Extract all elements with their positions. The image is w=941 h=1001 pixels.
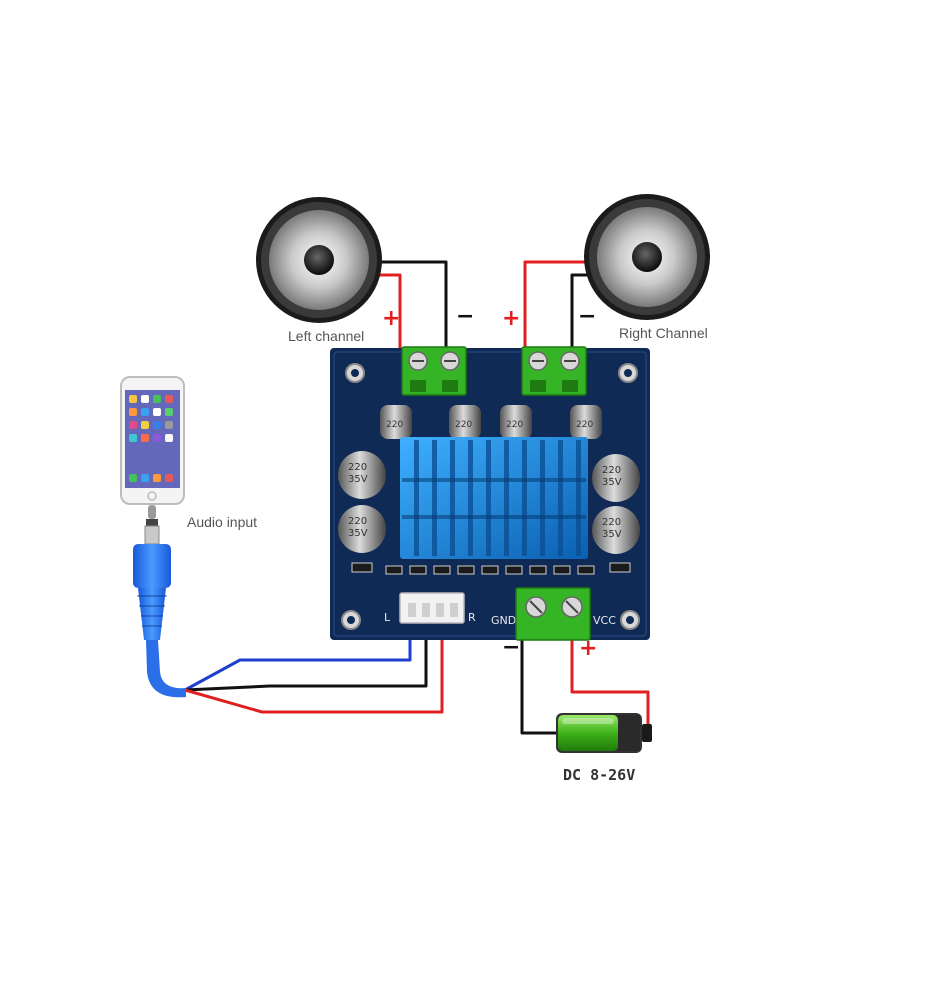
left-speaker-plus-sign: +: [382, 306, 401, 331]
wires: [184, 260, 650, 735]
input-connector: [399, 592, 465, 624]
audio-red-wire: [184, 640, 444, 714]
board-label-l: L: [384, 611, 391, 624]
power-plus-sign: +: [579, 636, 598, 661]
right-output-terminal: [521, 346, 587, 396]
svg-text:220: 220: [455, 420, 472, 430]
svg-text:35V: 35V: [602, 477, 622, 488]
power-minus-wire: [520, 640, 556, 735]
left-channel-label: Left channel: [288, 328, 365, 344]
audio-blue-wire: [184, 640, 412, 692]
heatsink: [400, 437, 588, 559]
right-speaker-plus-wire: [523, 260, 585, 355]
battery: [556, 713, 652, 753]
svg-text:35V: 35V: [348, 528, 368, 539]
board-label-r: R: [468, 611, 476, 624]
right-speaker: [584, 194, 710, 320]
svg-text:35V: 35V: [348, 474, 368, 485]
left-speaker-minus-sign: −: [456, 304, 475, 329]
svg-text:220: 220: [386, 420, 403, 430]
amplifier-board: 220 220 220 220 220 35V 220 35V 220 35V …: [330, 348, 650, 640]
svg-text:35V: 35V: [602, 529, 622, 540]
audio-black-wire: [184, 640, 428, 692]
large-capacitors-left: 220 35V 220 35V: [338, 451, 386, 553]
power-label: DC 8-26V: [563, 766, 636, 784]
svg-text:220: 220: [602, 465, 621, 476]
small-capacitors: 220 220 220 220: [380, 405, 602, 439]
audio-jack: [133, 505, 186, 698]
power-minus-sign: −: [502, 635, 521, 660]
smd-components: [351, 562, 631, 575]
svg-text:220: 220: [348, 462, 367, 473]
power-plus-wire: [570, 640, 650, 730]
svg-text:220: 220: [576, 420, 593, 430]
right-speaker-plus-sign: +: [502, 306, 521, 331]
power-terminal: [515, 587, 591, 641]
app-icons: [129, 395, 173, 482]
left-speaker: [256, 197, 382, 323]
right-channel-label: Right Channel: [619, 325, 708, 341]
board-label-vcc: VCC: [593, 614, 616, 627]
right-speaker-minus-sign: −: [578, 304, 597, 329]
svg-text:220: 220: [506, 420, 523, 430]
audio-input-label: Audio input: [187, 514, 258, 530]
board-label-gnd: GND: [491, 614, 516, 627]
left-speaker-plus-wire: [372, 273, 402, 355]
left-speaker-minus-wire: [380, 260, 448, 355]
svg-text:220: 220: [602, 517, 621, 528]
svg-text:220: 220: [348, 516, 367, 527]
phone: [120, 376, 185, 505]
large-capacitors-right: 220 35V 220 35V: [592, 454, 640, 554]
mounting-holes: [341, 363, 640, 630]
left-output-terminal: [401, 346, 467, 396]
